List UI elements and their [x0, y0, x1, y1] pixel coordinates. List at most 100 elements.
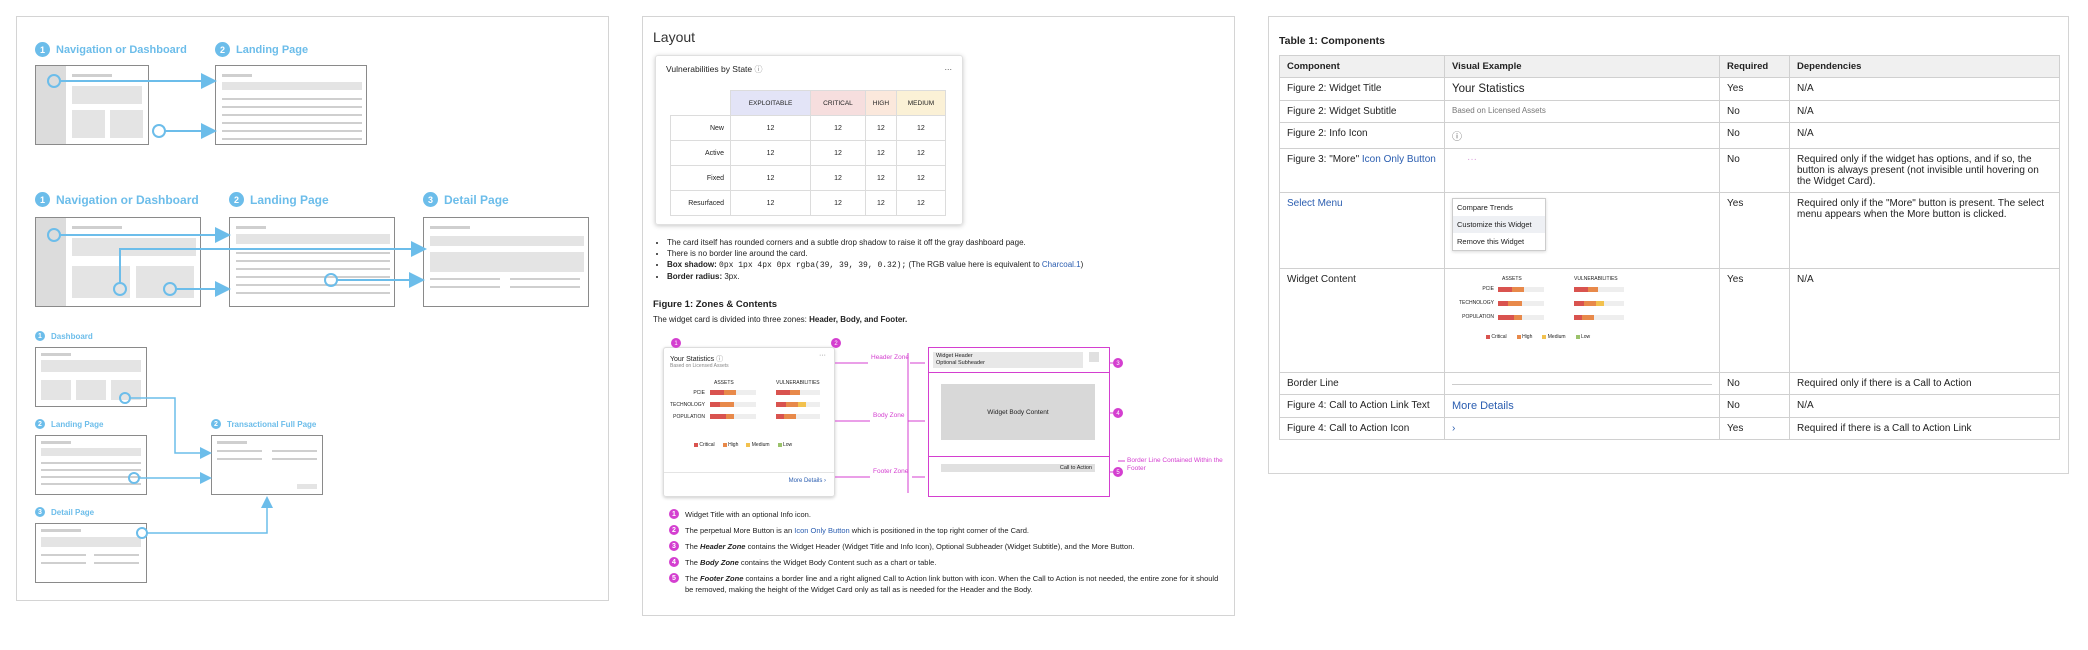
more-details-link[interactable]: More Details	[1444, 394, 1720, 418]
small-dashboard-header: 1 Dashboard	[35, 331, 93, 341]
card-title-text: Vulnerabilities by State	[666, 64, 753, 74]
legend-item: Critical	[694, 442, 715, 448]
table-row: Widget Content ASSETS VULNERABILITIES PC…	[1279, 268, 2060, 373]
col-header-visual-example: Visual Example	[1444, 55, 1720, 78]
legend-item: Low	[777, 442, 792, 448]
border-line-example	[1452, 384, 1712, 385]
table-header-row: EXPLOITABLE CRITICAL HIGH MEDIUM	[671, 90, 947, 116]
bar-rest	[1522, 301, 1544, 306]
info-icon[interactable]: ⓘ	[754, 65, 763, 74]
legend-item: High	[1516, 334, 1532, 340]
bar-rest	[734, 402, 756, 407]
charcoal-link[interactable]: Charcoal.1	[1041, 260, 1081, 269]
small-badge-3: 2	[211, 419, 221, 429]
step-3-label: Detail Page	[444, 192, 509, 207]
more-details-link[interactable]: More Details ›	[789, 478, 826, 484]
table-cell: 12	[730, 140, 811, 166]
bar-row-label: POPULATION	[673, 414, 705, 420]
bar-row-label: PCIE	[693, 390, 705, 396]
step-1-nav-header-row2: 1 Navigation or Dashboard	[35, 192, 199, 207]
dependencies-cell: Required only if the "More" button is pr…	[1789, 192, 2060, 269]
more-icon[interactable]: ···	[819, 352, 826, 359]
bar-row-label: POPULATION	[1462, 314, 1494, 320]
table-row: Figure 2: Info Icon ⓘ No N/A	[1279, 122, 2060, 149]
landing-mockup-1	[215, 65, 367, 145]
bullet-item: Box shadow: 0px 1px 4px 0px rgba(39, 39,…	[667, 259, 1227, 271]
table-row: Active 12 12 12 12	[670, 140, 947, 166]
small-landing-label: Landing Page	[51, 419, 104, 429]
col-vulns: VULNERABILITIES	[776, 380, 820, 386]
small-transactional-mockup	[211, 435, 323, 495]
col-assets: ASSETS	[714, 380, 734, 386]
landing-mockup-2	[229, 217, 395, 307]
bullet-value: 3px.	[724, 272, 740, 281]
table-cell: 12	[864, 140, 897, 166]
body-zone-label: Body Zone	[873, 412, 905, 419]
box-shadow-code: 0px 1px 4px 0px rgba(39, 39, 39, 0.32);	[719, 261, 907, 270]
bullet-label: Box shadow:	[667, 260, 717, 269]
call-to-action-placeholder: Call to Action	[941, 464, 1095, 472]
bar-high	[726, 414, 734, 419]
col-assets: ASSETS	[1502, 276, 1522, 282]
bar-high	[1584, 301, 1596, 306]
figure-intro-zones: Header, Body, and Footer.	[809, 315, 908, 324]
component-cell: Figure 3: "More" Icon Only Button	[1279, 148, 1445, 193]
figure-1-title: Figure 1: Zones & Contents	[653, 299, 778, 310]
note-badge: 2	[669, 525, 679, 535]
table-cell: 12	[730, 165, 811, 191]
note-text: The perpetual More Button is an Icon Onl…	[685, 526, 1029, 535]
nav-mockup-2	[35, 217, 201, 307]
svg-text:2: 2	[834, 341, 838, 347]
small-dashboard-mockup	[35, 347, 147, 407]
menu-item[interactable]: Compare Trends	[1457, 203, 1513, 212]
small-badge-2: 2	[35, 419, 45, 429]
step-1-label: Navigation or Dashboard	[56, 192, 199, 207]
widget-header-text: Widget Header	[936, 353, 973, 359]
step-1-badge: 1	[35, 42, 50, 57]
col-header-dependencies: Dependencies	[1789, 55, 2060, 78]
required-cell: Yes	[1719, 417, 1790, 440]
small-landing-header: 2 Landing Page	[35, 419, 103, 429]
row-label: New	[670, 115, 731, 141]
step-2-label: Landing Page	[250, 192, 329, 207]
bar-rest	[1594, 315, 1624, 320]
info-icon[interactable]: ⓘ	[716, 356, 724, 363]
bar-critical	[1574, 315, 1582, 320]
legend-item: Low	[1575, 334, 1590, 340]
bar-rest	[1522, 315, 1544, 320]
row-label: Fixed	[670, 165, 731, 191]
bar-high	[786, 402, 798, 407]
bullet-item: The card itself has rounded corners and …	[667, 237, 1227, 248]
component-cell: Widget Content	[1279, 268, 1445, 373]
widget-header-zone: Widget Header Optional Subheader	[933, 352, 1083, 368]
bullet-close: )	[1080, 260, 1084, 269]
bar-rest	[1604, 301, 1624, 306]
menu-item[interactable]: Customize this Widget	[1453, 216, 1545, 233]
required-cell: No	[1719, 148, 1790, 193]
figure-1-intro: The widget card is divided into three zo…	[653, 315, 907, 324]
required-cell: Yes	[1719, 77, 1790, 101]
menu-item[interactable]: Remove this Widget	[1457, 237, 1525, 246]
step-1-label: Navigation or Dashboard	[56, 43, 187, 56]
more-button-placeholder	[1089, 352, 1099, 362]
bar-critical	[1574, 301, 1584, 306]
header-zone-label: Header Zone	[871, 354, 909, 361]
table-row: Figure 4: Call to Action Link Text More …	[1279, 394, 2060, 418]
col-header-medium: MEDIUM	[895, 90, 947, 116]
chevron-right-icon: ›	[1444, 417, 1720, 440]
component-cell: Figure 2: Widget Subtitle	[1279, 100, 1445, 123]
icon-only-button-link[interactable]: Icon Only Button	[1361, 154, 1436, 165]
col-header-exploitable: EXPLOITABLE	[730, 90, 811, 116]
info-icon: ⓘ	[1444, 122, 1720, 149]
row-label: Resurfaced	[670, 190, 731, 216]
bar-rows: PCIE TECHNOLOGY POPULATION	[670, 390, 830, 426]
widget-legend: Critical High Medium Low	[694, 442, 792, 448]
icon-only-button-link[interactable]: Icon Only Button	[794, 526, 850, 535]
table-row: Figure 2: Widget Title Your Statistics Y…	[1279, 77, 2060, 101]
bar-rest	[1524, 287, 1544, 292]
bar-high	[1514, 315, 1522, 320]
bar-high	[1582, 315, 1594, 320]
component-cell: Border Line	[1279, 372, 1445, 395]
more-icon[interactable]: ...	[944, 62, 952, 72]
bar-critical	[776, 390, 790, 395]
